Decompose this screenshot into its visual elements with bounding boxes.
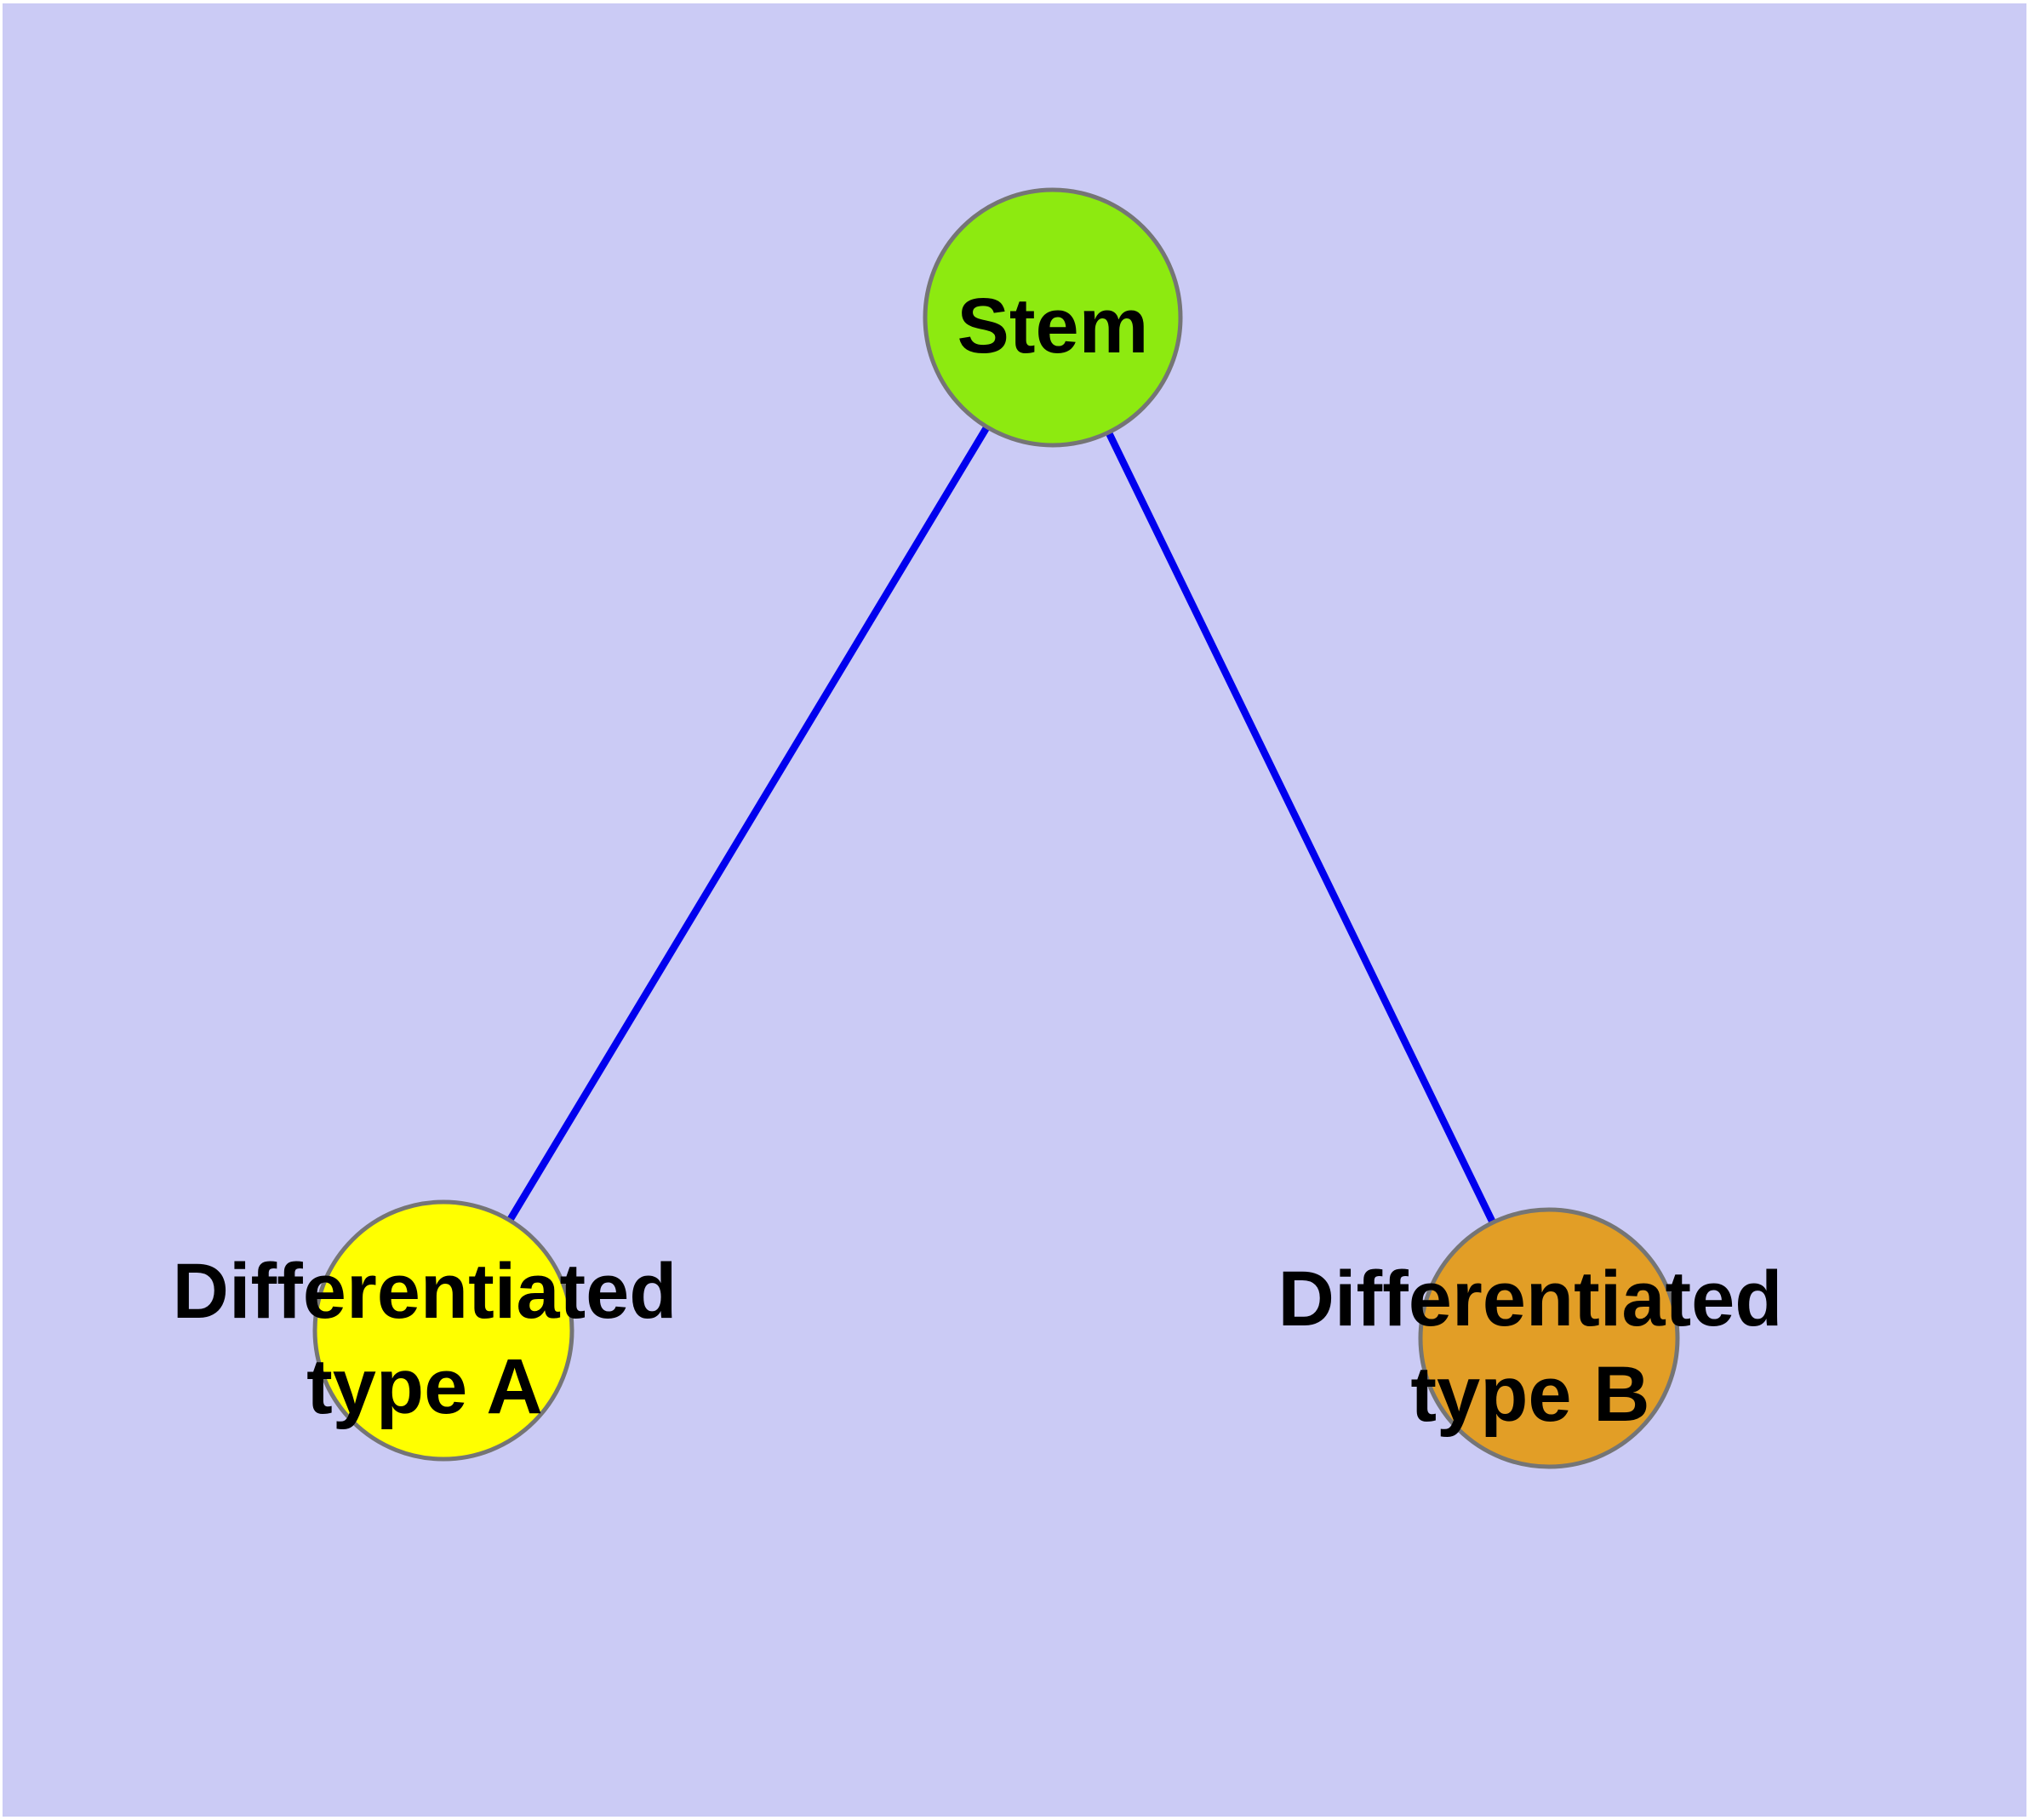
node-differentiated-type-b-label-line-1: Differentiated	[1278, 1256, 1783, 1342]
node-differentiated-type-a-label-line-1: Differentiated	[173, 1248, 677, 1335]
edge-stem-to-differentiated-type-a	[440, 315, 1056, 1333]
node-stem-circle	[923, 187, 1183, 448]
node-stem: Stem	[923, 187, 1183, 448]
node-differentiated-type-b-label-line-2: type B	[1410, 1351, 1649, 1438]
node-differentiated-type-a-circle	[312, 1199, 574, 1462]
node-differentiated-type-a-label-line-2: type A	[306, 1343, 543, 1430]
node-differentiated-type-b-circle	[1418, 1207, 1680, 1469]
node-stem-label-line-1: Stem	[957, 283, 1149, 369]
edge-stem-to-differentiated-type-b	[1049, 316, 1552, 1340]
node-differentiated-type-b: Differentiated type B	[1278, 1207, 1783, 1469]
node-differentiated-type-b-label: Differentiated type B	[1278, 1256, 1783, 1438]
node-stem-label: Stem	[957, 283, 1149, 369]
